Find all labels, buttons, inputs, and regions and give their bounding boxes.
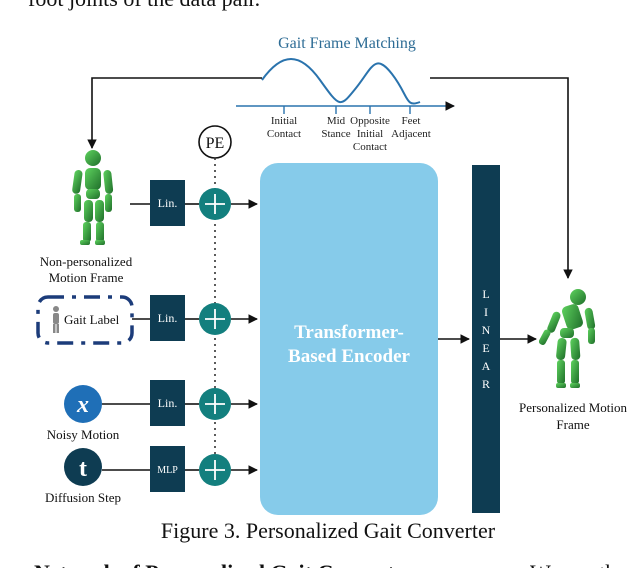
add-node-1 <box>199 188 231 220</box>
phase-mid-stance-2: Stance <box>321 128 350 140</box>
phase-mid-stance-1: Mid <box>327 115 346 127</box>
gait-label-box <box>36 295 134 345</box>
gait-label-person-icon <box>53 306 59 333</box>
gait-phase-labels: Initial Contact Mid Stance Opposite Init… <box>267 115 431 153</box>
gait-label-text: Gait Label <box>64 312 120 327</box>
non-personalized-figure <box>72 150 114 245</box>
motion-frame-label-1: Non-personalized <box>40 254 133 269</box>
add-node-4 <box>199 454 231 486</box>
positional-add-nodes <box>199 188 231 486</box>
personalized-figure <box>538 289 596 388</box>
diffusion-step-symbol: t <box>79 456 87 482</box>
pe-label: PE <box>206 135 225 152</box>
mlp-label: MLP <box>157 465 178 476</box>
motion-frame-label-2: Motion Frame <box>49 270 124 285</box>
input-connectors <box>102 203 150 471</box>
phase-opposite-1: Opposite <box>350 115 390 127</box>
diffusion-step-circle <box>64 448 102 486</box>
linear-letter-2: I <box>484 305 488 319</box>
layer-to-add-lines <box>185 203 199 471</box>
top-cut-text: foot joints of the data pair. <box>28 0 260 11</box>
add-to-encoder-arrows <box>231 199 258 475</box>
left-feedback-arrow <box>87 77 262 149</box>
right-feedback-arrow <box>430 77 573 279</box>
phase-opposite-2: Initial <box>357 128 383 140</box>
linear-letter-1: L <box>482 287 489 301</box>
add-node-3 <box>199 388 231 420</box>
mlp-block <box>150 446 185 492</box>
linear-letter-5: A <box>482 359 491 373</box>
bottom-cut-tail: We use th <box>530 560 616 568</box>
noisy-motion-circle <box>64 385 102 423</box>
add-node-2 <box>199 303 231 335</box>
lin-block-3 <box>150 380 185 426</box>
phase-feet-adjacent-1: Feet <box>402 115 421 127</box>
encoder-label-1: Transformer- <box>294 322 404 343</box>
lin-label-2: Lin. <box>158 311 178 325</box>
lin-label-3: Lin. <box>158 396 178 410</box>
diffusion-step-label: Diffusion Step <box>45 490 121 505</box>
linear-output-layer <box>472 165 500 513</box>
lin-block-2 <box>150 295 185 341</box>
output-label-1: Personalized Motion <box>519 400 627 415</box>
bottom-cut-heading: Network of Personalized Gait Converter. <box>34 560 418 568</box>
linear-letter-6: R <box>482 377 490 391</box>
lin-block-1 <box>150 180 185 226</box>
linear-letter-3: N <box>482 323 491 337</box>
noisy-motion-label: Noisy Motion <box>47 427 120 442</box>
phase-initial-contact-2: Contact <box>267 128 301 140</box>
projection-layers <box>150 180 185 492</box>
phase-feet-adjacent-2: Adjacent <box>391 128 431 140</box>
gait-cycle-curve <box>261 58 421 105</box>
output-label-2: Frame <box>556 417 589 432</box>
linear-letter-4: E <box>482 341 489 355</box>
figure-caption: Figure 3. Personalized Gait Converter <box>161 518 496 543</box>
noisy-motion-symbol: x <box>76 392 89 418</box>
phase-initial-contact-1: Initial <box>271 115 297 127</box>
linear-letters: L I N E A R <box>482 287 491 391</box>
gait-phase-ticks <box>283 106 411 114</box>
phase-opposite-3: Contact <box>353 141 387 153</box>
encoder-label-2: Based Encoder <box>288 346 410 367</box>
gait-matching-title: Gait Frame Matching <box>278 35 416 52</box>
lin-label-1: Lin. <box>158 196 178 210</box>
transformer-encoder-block <box>260 163 438 515</box>
